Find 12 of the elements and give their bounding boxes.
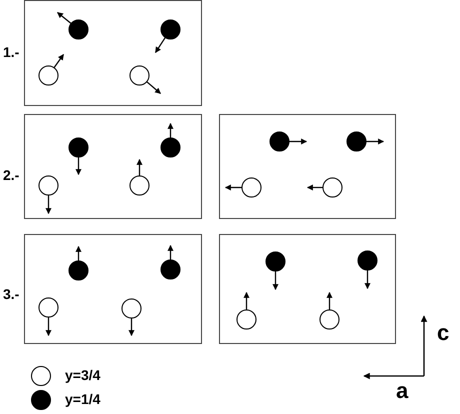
legend-text: y=3/4	[65, 368, 100, 382]
panel-frame	[219, 234, 396, 344]
axis-label: a	[396, 380, 408, 402]
panel-frame	[219, 114, 396, 219]
row-number: 3.-	[3, 287, 20, 301]
row-number: 2.-	[3, 168, 20, 182]
row-number: 1.-	[3, 45, 20, 59]
legend-text: y=1/4	[65, 392, 100, 406]
panel-frame	[24, 114, 202, 219]
panel-frame	[24, 234, 202, 344]
panel-frame	[24, 0, 202, 106]
axis-label: c	[437, 322, 450, 344]
